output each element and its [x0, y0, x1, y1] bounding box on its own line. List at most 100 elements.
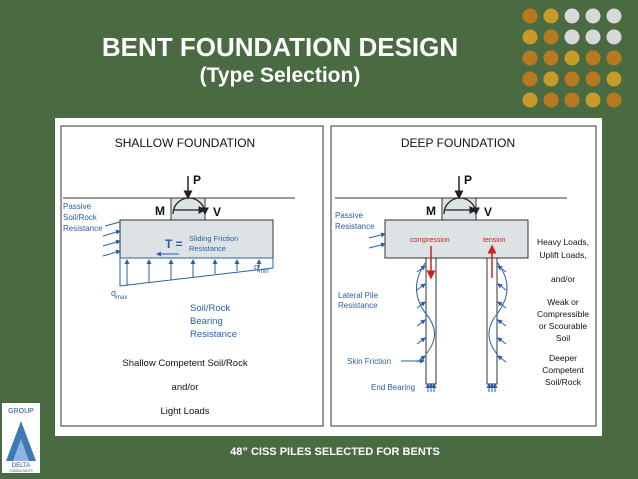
deep-compression-label: compression — [410, 237, 450, 244]
skin-friction-arrow — [497, 337, 507, 345]
deep-end-bearing-label: End Bearing — [371, 383, 415, 392]
decorative-dot — [585, 92, 601, 108]
deep-skin-friction-arrows — [416, 265, 507, 363]
shallow-column — [170, 197, 206, 221]
decorative-dot — [585, 50, 601, 66]
company-logo: GROUP DELTA CONSULTANTS — [2, 403, 40, 473]
deep-lateral-line1: Lateral Pile — [338, 291, 379, 300]
deep-lateral-curve-right — [488, 261, 508, 355]
logo-text-group: GROUP — [8, 408, 34, 415]
skin-friction-arrow — [416, 283, 426, 291]
decorative-dot — [585, 29, 601, 45]
decorative-dot — [543, 50, 559, 66]
slide-subtitle: (Type Selection) — [199, 64, 361, 87]
decorative-dot — [606, 8, 622, 24]
decorative-dot — [522, 71, 538, 87]
skin-friction-arrow — [416, 301, 426, 309]
deep-pile-cap — [384, 219, 529, 259]
decorative-dot-grid — [522, 8, 622, 108]
decorative-dot — [522, 92, 538, 108]
shallow-passive-line1: Passive — [63, 202, 92, 211]
skin-friction-arrow — [497, 355, 507, 363]
deep-condition-line9: Competent — [542, 365, 584, 375]
decorative-dot — [585, 8, 601, 24]
shallow-heading: SHALLOW FOUNDATION — [115, 136, 255, 150]
deep-passive-line2: Resistance — [335, 222, 375, 231]
decorative-dot — [606, 92, 622, 108]
deep-m-label: M — [426, 204, 436, 218]
deep-skin-friction-label: Skin Friction — [347, 357, 391, 366]
diagram-panel: SHALLOW FOUNDATION P M V Passive Soil/Ro… — [55, 118, 602, 436]
skin-friction-arrow — [497, 283, 507, 291]
deep-lateral-line2: Resistance — [338, 301, 378, 310]
shallow-condition-line2: and/or — [172, 382, 199, 393]
shallow-passive-line3: Resistance — [63, 224, 103, 233]
deep-passive-line1: Passive — [335, 211, 364, 220]
decorative-dot — [543, 8, 559, 24]
decorative-dot — [564, 92, 580, 108]
shallow-condition-line1: Shallow Competent Soil/Rock — [122, 358, 247, 369]
shallow-passive-arrow — [104, 221, 121, 227]
shallow-qmax-label: qmax — [111, 288, 127, 301]
shallow-bearing-line3: Resistance — [190, 329, 237, 340]
deep-passive-arrow — [368, 232, 386, 239]
shallow-condition-line3: Light Loads — [160, 406, 209, 417]
slide-title: BENT FOUNDATION DESIGN — [101, 32, 459, 62]
skin-friction-arrow — [416, 337, 426, 345]
shallow-sliding-line1: Sliding Friction — [189, 234, 238, 243]
shallow-bearing-line1: Soil/Rock — [190, 303, 230, 314]
deep-condition-line6: or Scourable — [539, 321, 587, 331]
decorative-dot — [543, 29, 559, 45]
deep-v-label: V — [484, 205, 492, 219]
decorative-dot — [564, 29, 580, 45]
decorative-dot — [522, 29, 538, 45]
deep-condition-line5: Compressible — [537, 309, 589, 319]
deep-condition-line3: and/or — [551, 274, 575, 284]
decorative-dot — [543, 71, 559, 87]
logo-text-delta: DELTA — [12, 463, 30, 469]
deep-lateral-curve-left — [416, 261, 435, 355]
shallow-t-equals: T = — [165, 237, 183, 251]
deep-heading: DEEP FOUNDATION — [401, 136, 515, 150]
deep-condition-line2: Uplift Loads, — [539, 250, 586, 260]
decorative-dot — [564, 50, 580, 66]
foundation-diagram: SHALLOW FOUNDATION P M V Passive Soil/Ro… — [60, 125, 597, 427]
shallow-m-label: M — [155, 204, 165, 218]
skin-friction-arrow — [497, 301, 507, 309]
shallow-bearing-diagram — [119, 257, 274, 287]
deep-condition-line7: Soil — [556, 333, 570, 343]
skin-friction-arrow — [497, 265, 507, 273]
shallow-bearing-arrows — [124, 259, 262, 286]
deep-tension-label: tension — [483, 237, 506, 244]
decorative-dot — [606, 29, 622, 45]
deep-condition-line10: Soil/Rock — [545, 377, 582, 387]
shallow-qmin-label: qmin — [254, 262, 269, 275]
shallow-passive-line2: Soil/Rock — [63, 213, 98, 222]
slide-caption: 48” CISS PILES SELECTED FOR BENTS — [230, 446, 440, 458]
skin-friction-arrow — [416, 265, 426, 273]
decorative-dot — [564, 71, 580, 87]
deep-frame — [330, 125, 597, 427]
deep-condition-line1: Heavy Loads, — [537, 237, 589, 247]
decorative-dot — [585, 71, 601, 87]
decorative-dot — [543, 92, 559, 108]
deep-condition-line4: Weak or — [547, 297, 579, 307]
logo-text-consultants: CONSULTANTS — [9, 469, 32, 473]
deep-column — [441, 197, 477, 221]
deep-end-bearing-arrows — [425, 383, 498, 392]
decorative-dot — [564, 8, 580, 24]
decorative-dot — [522, 8, 538, 24]
decorative-dot — [522, 50, 538, 66]
shallow-p-label: P — [193, 173, 201, 187]
shallow-bearing-line2: Bearing — [190, 316, 223, 327]
shallow-footing — [119, 219, 274, 259]
decorative-dot — [606, 50, 622, 66]
shallow-v-label: V — [213, 205, 221, 219]
decorative-dot — [606, 71, 622, 87]
skin-friction-arrow — [497, 319, 507, 327]
skin-friction-arrow — [416, 319, 426, 327]
shallow-sliding-line2: Resistance — [189, 244, 226, 253]
deep-p-label: P — [464, 173, 472, 187]
deep-condition-line8: Deeper — [549, 353, 577, 363]
shallow-frame — [60, 125, 324, 427]
